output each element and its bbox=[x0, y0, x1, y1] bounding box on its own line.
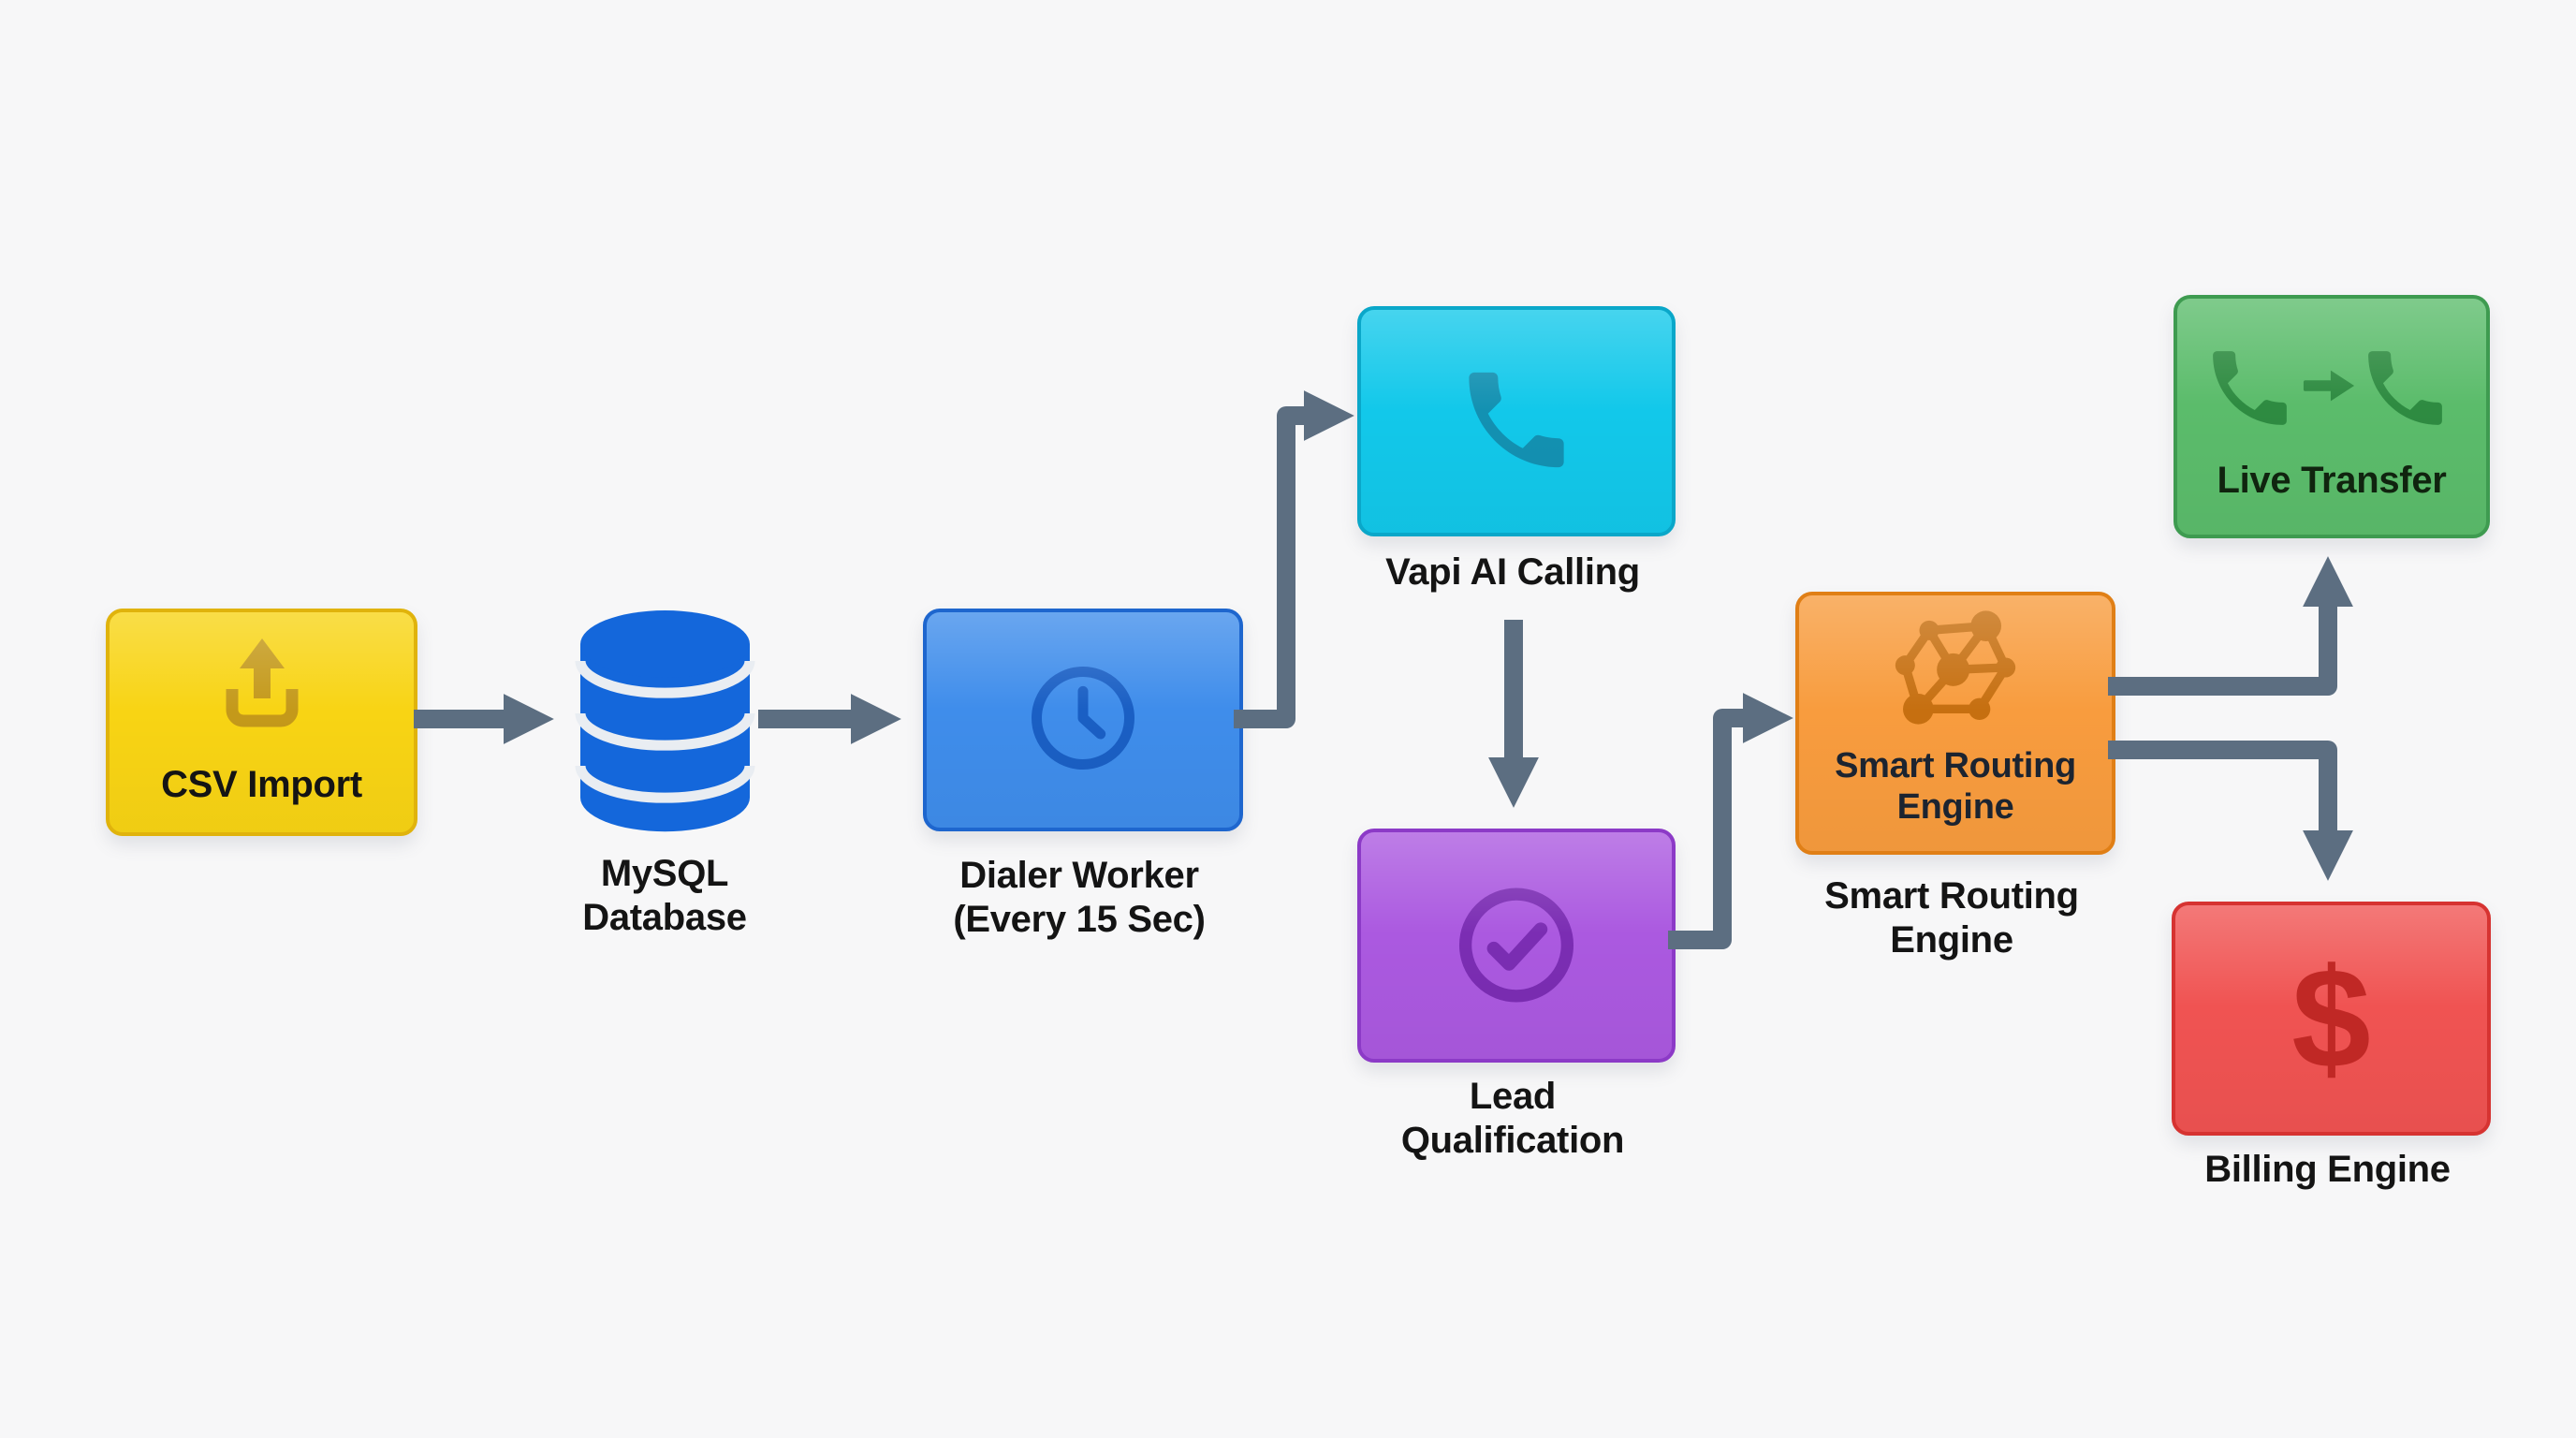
connector-lead-to-smart bbox=[1668, 692, 1793, 949]
connector-dialer-to-vapi bbox=[1234, 389, 1354, 728]
lead-qualification-node bbox=[1357, 829, 1676, 1063]
mysql-database-label: MySQL Database bbox=[582, 853, 747, 938]
live-transfer-node: Live Transfer bbox=[2174, 295, 2490, 538]
vapi-ai-calling-node bbox=[1357, 306, 1676, 536]
smart-routing-engine-label: Smart Routing Engine bbox=[1824, 875, 2079, 961]
csv-import-node: CSV Import bbox=[106, 609, 417, 836]
connector-smart-to-live bbox=[2108, 556, 2354, 696]
csv-import-label: CSV Import bbox=[161, 764, 362, 805]
dollar-icon: $ bbox=[2291, 938, 2371, 1098]
upload-icon bbox=[226, 638, 298, 727]
check-circle-icon bbox=[1458, 888, 1574, 1003]
live-transfer-label: Live Transfer bbox=[2217, 460, 2447, 501]
smart-routing-engine-inside-label: Smart Routing Engine bbox=[1835, 746, 2076, 827]
smart-routing-engine-node: Smart Routing Engine bbox=[1795, 592, 2115, 855]
lead-qualification-label: Lead Qualification bbox=[1400, 1076, 1625, 1161]
billing-engine-node: $ bbox=[2172, 902, 2491, 1136]
billing-engine-label: Billing Engine bbox=[2204, 1149, 2451, 1190]
clock-icon bbox=[1032, 667, 1134, 770]
dialer-worker-node bbox=[923, 609, 1243, 831]
dialer-worker-label: Dialer Worker (Every 15 Sec) bbox=[953, 855, 1206, 940]
vapi-ai-calling-label: Vapi AI Calling bbox=[1385, 551, 1640, 593]
connector-smart-to-billing bbox=[2108, 741, 2354, 881]
transfer-arrow-icon bbox=[2303, 370, 2355, 402]
database-icon bbox=[575, 610, 755, 832]
network-icon bbox=[1895, 610, 2016, 725]
